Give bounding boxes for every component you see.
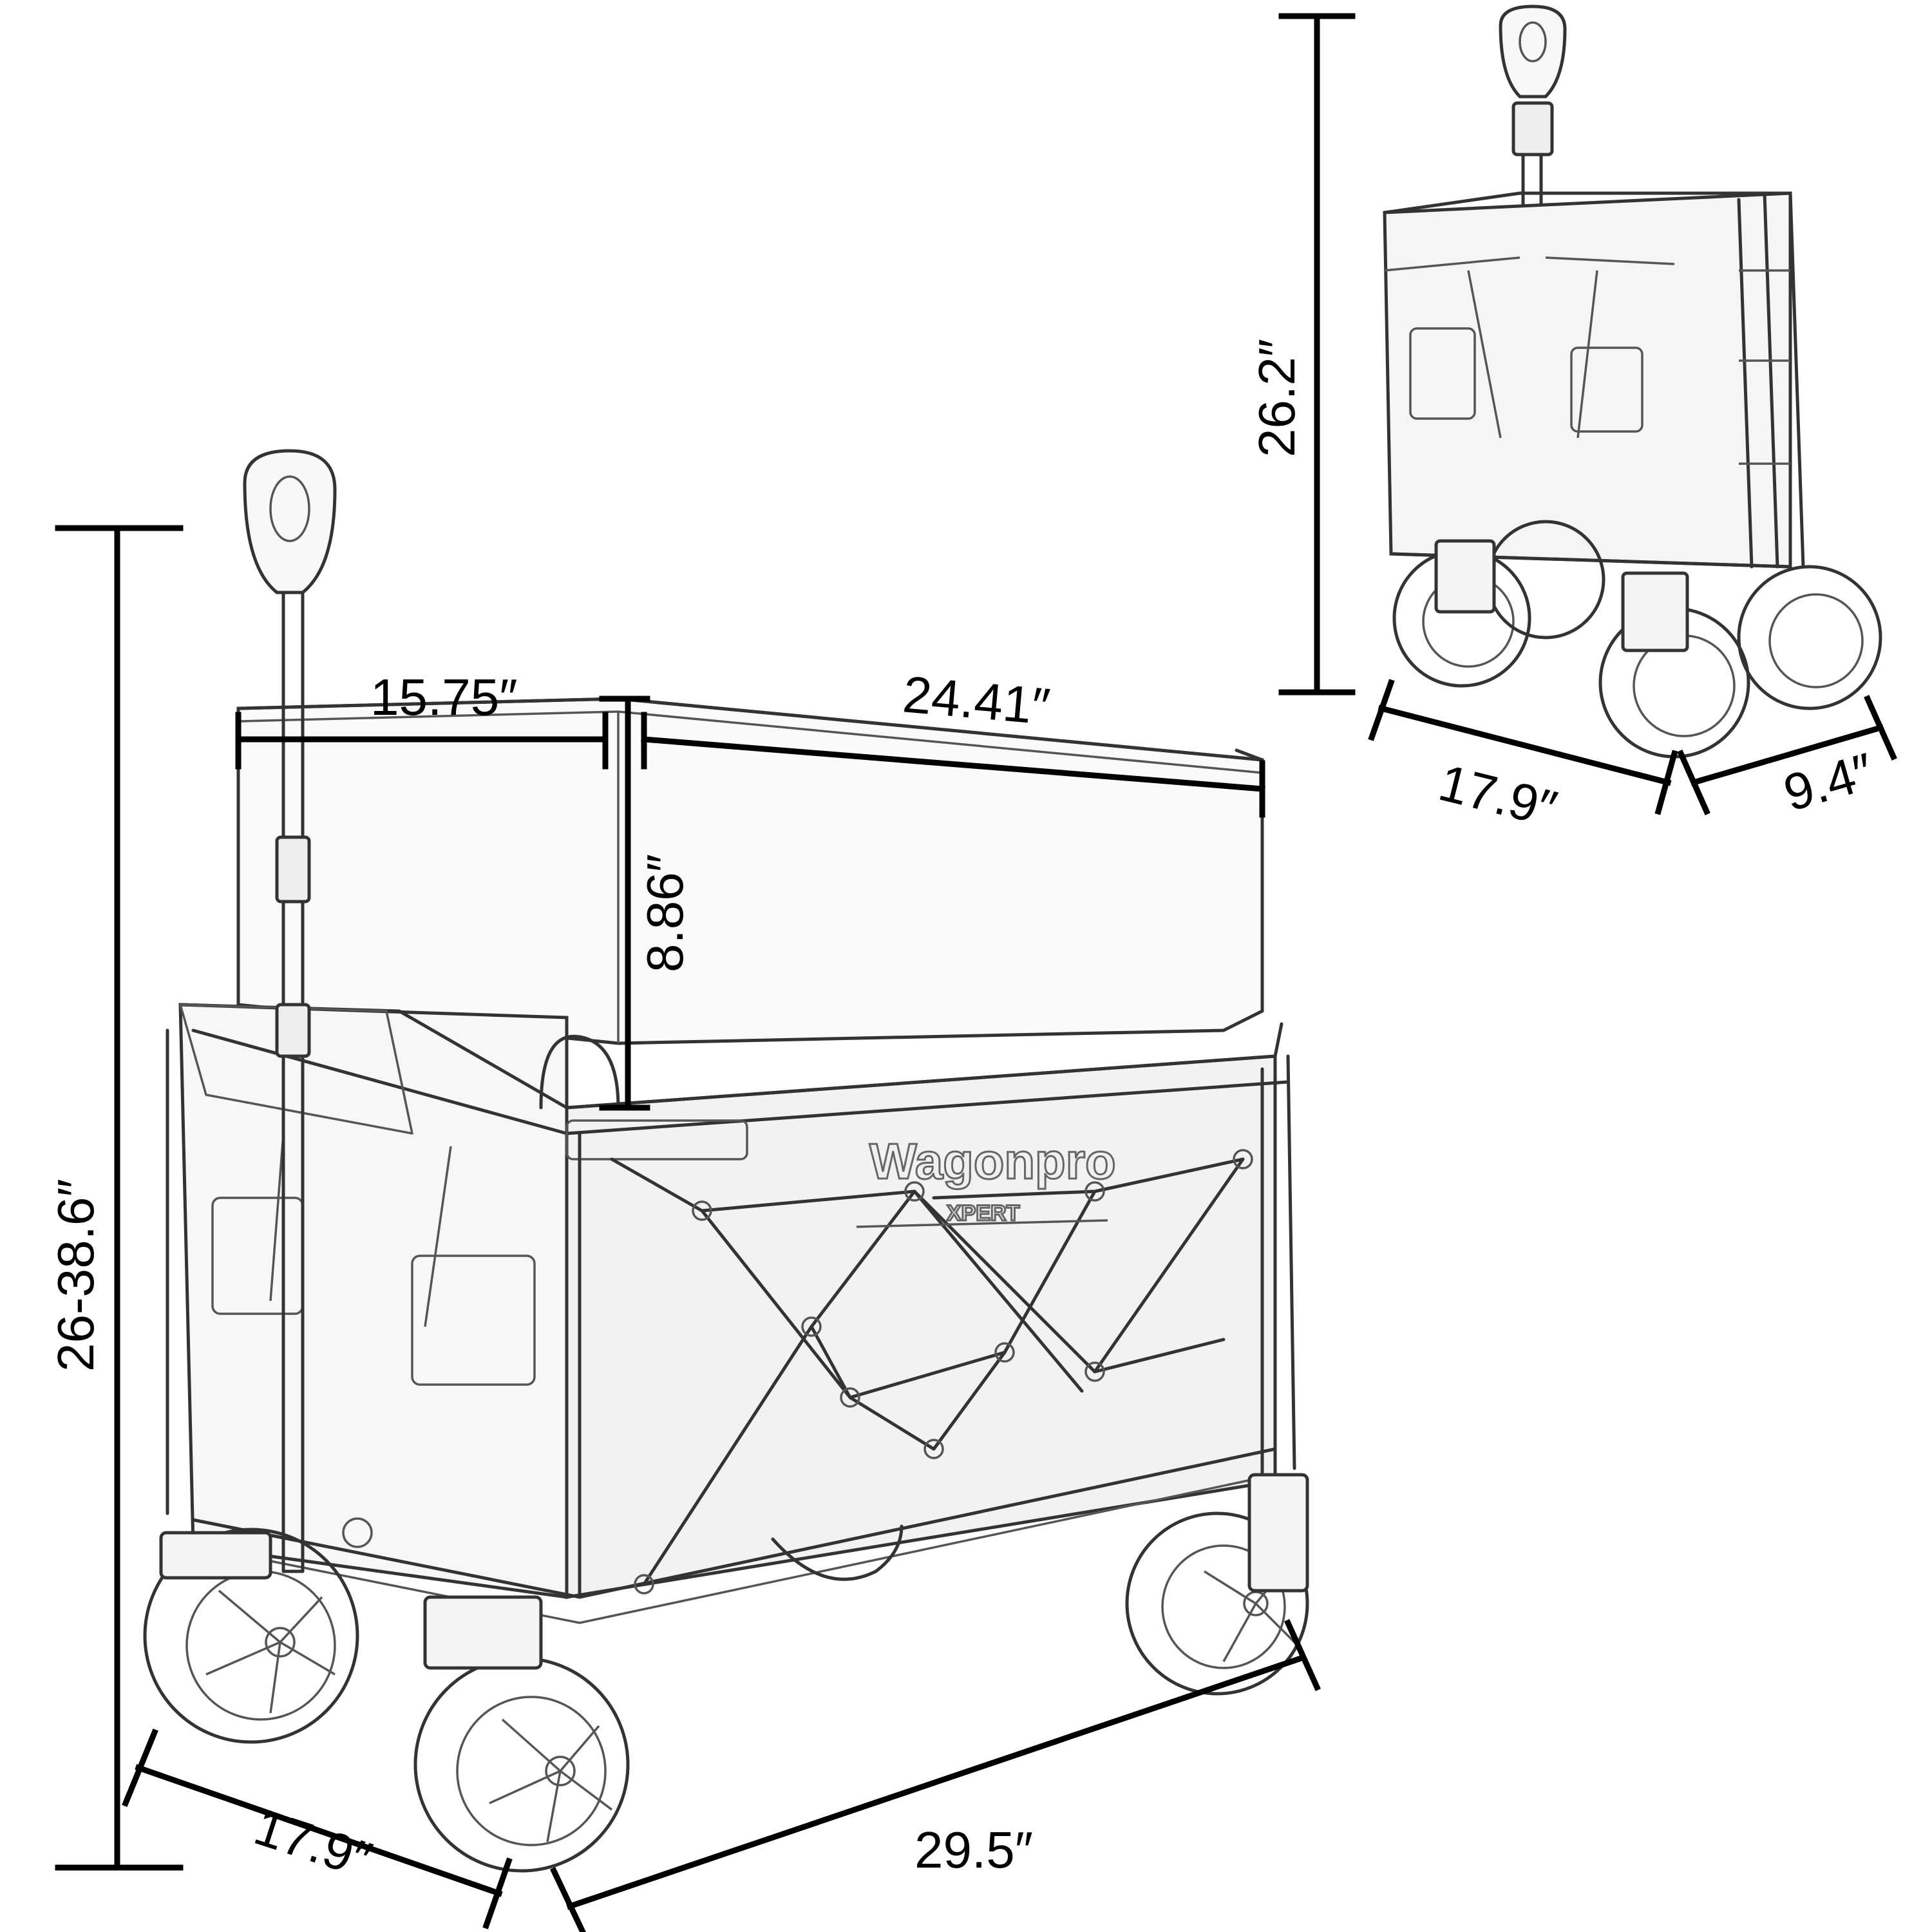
folded-wheel-icons [1392,520,1882,759]
label-length: 29.5″ [914,1821,1033,1879]
label-canopy-length: 24.41″ [901,665,1052,735]
brand-name: Wagonpro [869,1133,1116,1189]
wagon-body-icon [166,1003,1296,1624]
label-canopy-height: 8.86″ [636,854,694,972]
wagon-folded-illustration [1383,5,1882,759]
dimension-lines [55,13,1897,1932]
scissor-frame-icon [610,1149,1253,1595]
wagon-unfolded-illustration: Wagonpro XPERT [143,449,1309,1873]
label-canopy-width: 15.75″ [370,668,518,726]
label-folded-height: 26.2″ [1248,339,1305,457]
wheel-rear-hidden-icon [771,1524,904,1581]
brand-logo: Wagonpro XPERT [856,1132,1117,1228]
label-overall-height: 26-38.6″ [47,1179,104,1372]
wheel-front-right-icon [413,1595,630,1873]
label-folded-width: 17.9″ [1434,753,1562,838]
wheel-rear-right-icon [1125,1473,1309,1696]
wheel-front-left-icon [143,1528,359,1744]
pull-handle-icon [243,449,373,1573]
label-width: 17.9″ [248,1798,379,1889]
